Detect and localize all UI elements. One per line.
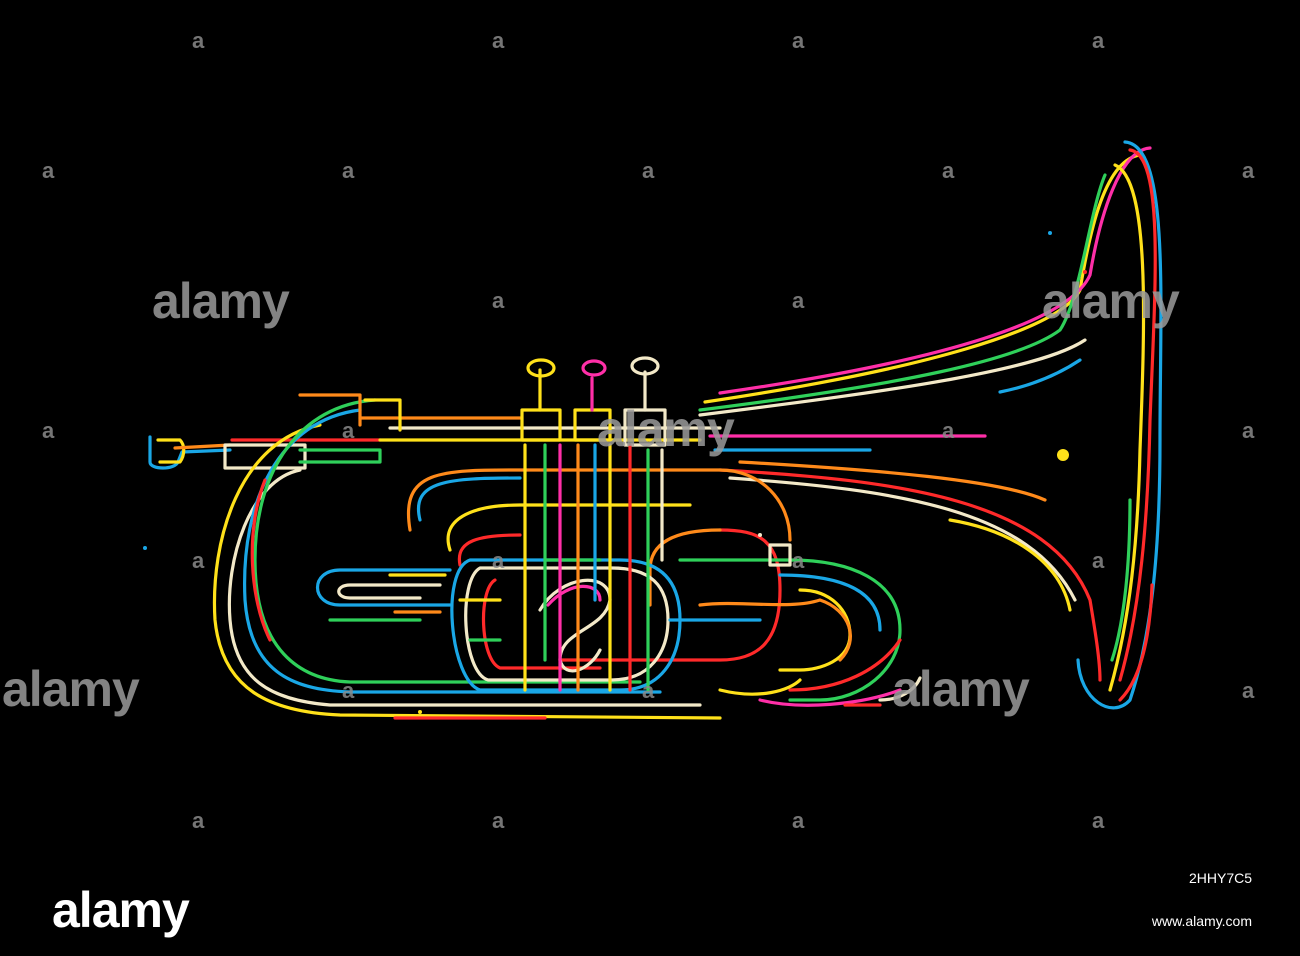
accent-dots [143,231,1087,714]
highlight-dot [1057,449,1069,461]
slide-loop-left [315,568,452,622]
image-id: 2HHY7C5 [1188,870,1252,886]
main-tubing [212,393,792,720]
footer-bar [0,858,1300,956]
footer-logo: alamy [52,882,190,938]
slide-loop-right [668,543,922,707]
valve-block [520,356,667,692]
bell-flare [698,140,1163,710]
site-url[interactable]: www.alamy.com [1151,913,1252,929]
mouthpiece [148,435,382,470]
inner-loop [450,558,682,692]
